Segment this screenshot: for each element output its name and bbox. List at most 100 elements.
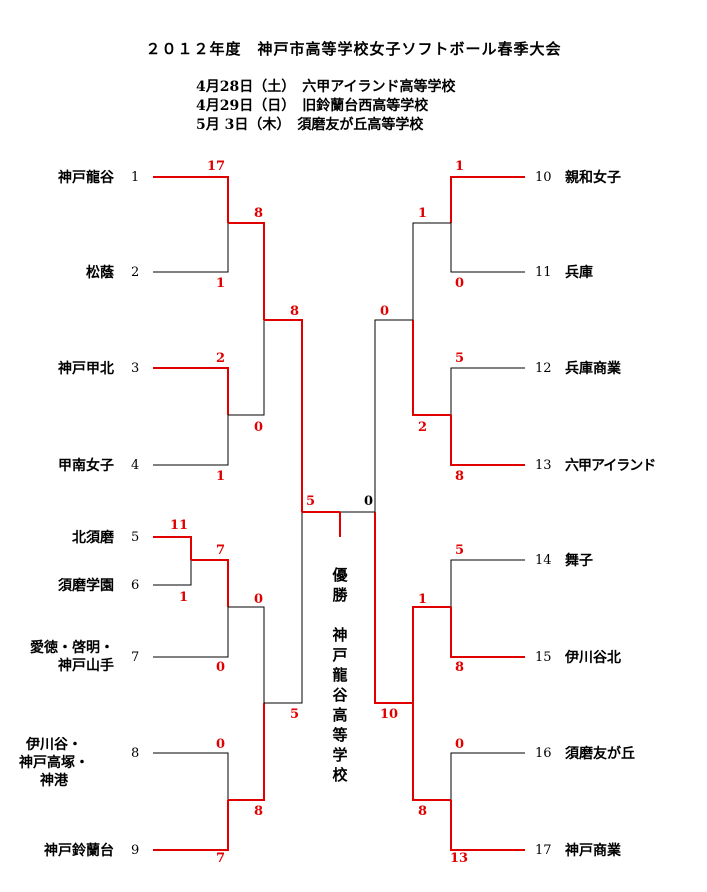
score: 8	[290, 304, 300, 319]
team-name-left: 松蔭	[86, 265, 114, 281]
score: 8	[455, 469, 465, 484]
score: 1	[216, 469, 226, 484]
team-name-left: 神戸鈴蘭台	[44, 843, 114, 859]
score: 10	[380, 707, 399, 722]
bracket-line	[450, 223, 525, 273]
seed-number: 14	[535, 553, 552, 568]
bracket-line	[153, 752, 229, 800]
team-name-line: 神戸高塚・	[19, 755, 89, 771]
team-name-right: 六甲アイランド	[565, 458, 656, 474]
bracket-line	[374, 512, 413, 704]
seed-number: 9	[131, 843, 140, 858]
bracket-line	[228, 703, 265, 801]
score: 1	[216, 276, 226, 291]
score: 1	[418, 206, 428, 221]
score: 11	[170, 518, 189, 533]
score: 8	[418, 804, 428, 819]
seed-number: 13	[535, 458, 552, 473]
bracket-line	[412, 320, 451, 416]
bracket-line	[264, 512, 303, 704]
score: 8	[455, 660, 465, 675]
score: 0	[216, 737, 226, 752]
score: 8	[254, 206, 264, 221]
team-name-right: 舞子	[565, 553, 593, 569]
venue-line: 5月 3日（木） 須磨友が丘高等学校	[196, 117, 424, 133]
score: 0	[455, 737, 465, 752]
bracket-line	[228, 222, 265, 320]
score: 1	[455, 159, 465, 174]
score: 17	[207, 159, 226, 174]
bracket-line	[412, 703, 451, 801]
score: 1	[179, 590, 189, 605]
score: 5	[455, 543, 465, 558]
bracket-line	[228, 320, 265, 416]
seed-number: 15	[535, 650, 552, 665]
bracket-line	[450, 367, 525, 415]
bracket-line	[450, 176, 525, 223]
bracket-line	[450, 800, 525, 851]
bracket-line	[412, 606, 451, 703]
venue-line: 4月29日（日） 旧鈴蘭台西高等学校	[196, 98, 429, 114]
seed-number: 6	[131, 578, 140, 593]
seed-number: 4	[131, 458, 140, 473]
score: 7	[216, 851, 226, 866]
team-name-left: 伊川谷・ 神戸高塚・ 神港	[4, 736, 104, 790]
bracket-line	[374, 319, 413, 512]
seed-number: 17	[535, 843, 552, 858]
team-name-left: 甲南女子	[58, 458, 114, 474]
bracket-line	[153, 536, 192, 560]
team-name-line: 神港	[40, 773, 68, 789]
team-name-right: 兵庫商業	[565, 361, 621, 377]
bracket-line	[153, 367, 229, 415]
team-name-line: 伊川谷・	[26, 737, 82, 753]
bracket-line	[191, 559, 229, 607]
bracket-line	[264, 319, 303, 512]
score: 0	[254, 592, 264, 607]
score: 1	[418, 592, 428, 607]
team-name-right: 神戸商業	[565, 843, 621, 859]
seed-number: 16	[535, 746, 552, 761]
bracket-line	[412, 222, 451, 320]
seed-number: 10	[535, 170, 552, 185]
score: 0	[364, 494, 374, 509]
seed-number: 11	[535, 265, 552, 280]
score: 5	[306, 494, 316, 509]
team-name-left: 北須磨	[72, 530, 114, 546]
seed-number: 1	[131, 170, 140, 185]
score: 2	[216, 351, 226, 366]
bracket-line	[153, 223, 229, 273]
score: 0	[216, 660, 226, 675]
champion-label: 優 勝	[332, 566, 348, 604]
venue-schedule: 4月28日（土） 六甲アイランド高等学校 4月29日（日） 旧鈴蘭台西高等学校 …	[196, 78, 456, 135]
team-name-line: 愛徳・啓明・	[30, 640, 114, 656]
bracket-line	[153, 415, 229, 466]
score: 0	[455, 276, 465, 291]
bracket-line	[450, 415, 525, 466]
score: 2	[418, 420, 428, 435]
seed-number: 7	[131, 650, 140, 665]
team-name-right: 伊川谷北	[565, 650, 621, 666]
bracket-line	[450, 559, 525, 607]
bracket-line	[153, 560, 192, 586]
score: 0	[380, 304, 390, 319]
score: 0	[254, 420, 264, 435]
score: 7	[216, 543, 226, 558]
seed-number: 2	[131, 265, 140, 280]
score: 8	[254, 804, 264, 819]
bracket-line	[153, 800, 229, 851]
venue-line: 4月28日（土） 六甲アイランド高等学校	[196, 79, 456, 95]
bracket-line	[450, 607, 525, 658]
team-name-right: 須磨友が丘	[565, 746, 635, 762]
bracket-line	[153, 176, 229, 223]
score: 13	[450, 851, 469, 866]
team-name-right: 親和女子	[565, 170, 621, 186]
team-name-line: 神戸山手	[58, 658, 114, 674]
seed-number: 12	[535, 361, 552, 376]
bracket-line	[228, 606, 265, 703]
champion-team: 神 戸 龍 谷 高 等 学 校	[332, 626, 348, 784]
page-title: ２０１２年度 神戸市高等学校女子ソフトボール春季大会	[145, 40, 562, 58]
seed-number: 5	[131, 530, 140, 545]
team-name-left: 須磨学園	[58, 578, 114, 594]
seed-number: 8	[131, 746, 140, 761]
team-name-left: 愛徳・啓明・ 神戸山手	[14, 639, 114, 675]
